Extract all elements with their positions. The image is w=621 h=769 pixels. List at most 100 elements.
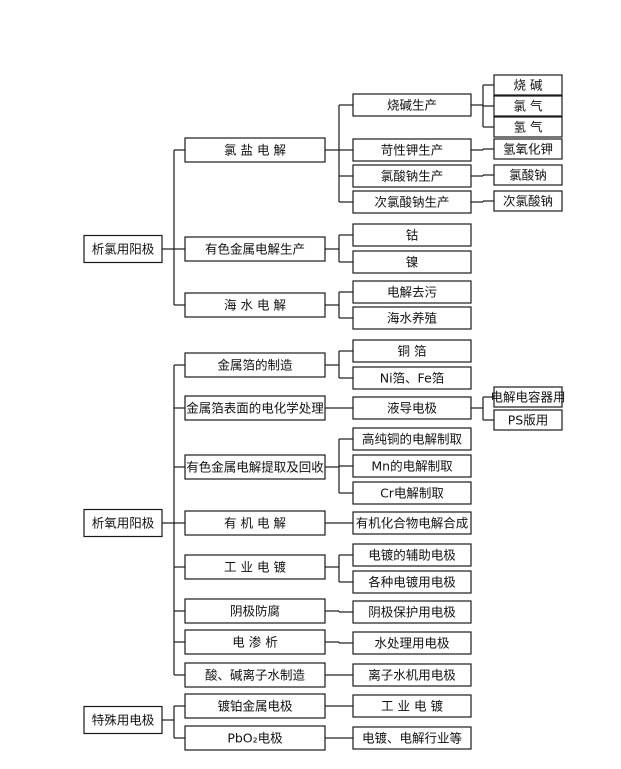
node-box-level1: 有色金属电解提取及回收 (184, 454, 326, 480)
node-box-level2: 水处理用电极 (352, 631, 472, 655)
node-box-level3: 氯 气 (493, 95, 563, 117)
node-frame (352, 570, 472, 594)
node-frame (184, 598, 326, 624)
node-frame (352, 250, 472, 274)
node-box-level1: 镀铂金属电极 (184, 693, 326, 719)
node-label: 苛性钾生产 (381, 143, 444, 158)
node-box-level2: 电镀的辅助电极 (352, 543, 472, 567)
node-box-level2: 苛性钾生产 (352, 138, 472, 162)
node-frame (352, 600, 472, 624)
node-label: 电 渗 析 (232, 635, 277, 650)
node-label: 阴极保护用电极 (368, 605, 456, 620)
node-frame (493, 164, 563, 186)
node-box-level2: Mn的电解制取 (352, 454, 472, 478)
node-box-level0: 析氧用阳极 (83, 508, 163, 538)
node-frame (352, 543, 472, 567)
node-box-level2: 次氯酸钠生产 (352, 190, 472, 214)
node-label: 水处理用电极 (374, 636, 450, 651)
node-box-level3: 电解电容器用 (490, 386, 566, 408)
node-label: 工 业 电 镀 (224, 560, 286, 575)
node-label: 电镀、电解行业等 (362, 731, 462, 746)
node-label: 氯酸钠 (509, 168, 547, 183)
node-label: 次氯酸钠生产 (374, 195, 449, 210)
node-label: 氯酸钠生产 (381, 169, 444, 184)
node-box-level2: 高纯铜的电解制取 (352, 427, 472, 451)
node-frame (184, 725, 326, 751)
node-label: 氯 气 (514, 99, 543, 114)
node-frame (493, 386, 563, 408)
node-box-level2: 电镀、电解行业等 (352, 726, 472, 750)
node-frame (352, 694, 472, 718)
node-label: 各种电镀用电极 (368, 575, 456, 590)
node-label: 镀铂金属电极 (217, 699, 293, 714)
node-box-level2: 阴极保护用电极 (352, 600, 472, 624)
node-label: 析氯用阳极 (92, 242, 155, 257)
node-label: 氢 气 (514, 120, 543, 135)
node-label: 金属箔表面的电化学处理 (186, 401, 324, 416)
node-frame (352, 280, 472, 304)
node-label: 离子水机用电极 (368, 668, 456, 683)
node-box-level1: 电 渗 析 (184, 629, 326, 655)
node-label: 电镀的辅助电极 (368, 548, 456, 563)
node-frame (352, 454, 472, 478)
node-frame (352, 366, 472, 390)
node-box-level2: 工 业 电 镀 (352, 694, 472, 718)
node-frame (83, 234, 163, 264)
node-label: PbO₂电极 (227, 731, 283, 746)
node-label: 析氧用阳极 (92, 516, 155, 531)
node-label: Cr电解制取 (380, 486, 444, 501)
node-box-level1: 海 水 电 解 (184, 292, 326, 318)
node-frame (493, 116, 563, 138)
node-frame (352, 481, 472, 505)
node-frame (184, 236, 326, 262)
node-box-level2: 电解去污 (352, 280, 472, 304)
node-frame (493, 190, 563, 212)
node-frame (184, 693, 326, 719)
node-box-level1: 阴极防腐 (184, 598, 326, 624)
node-label: 电解电容器用 (490, 390, 565, 405)
node-label: 特殊用电极 (92, 713, 155, 728)
node-frame (352, 306, 472, 330)
node-label: 烧 碱 (514, 78, 543, 93)
node-box-level1: 工 业 电 镀 (184, 554, 326, 580)
node-box-level2: 液导电极 (352, 396, 472, 420)
node-label: Ni箔、Fe箔 (380, 371, 445, 386)
node-label: Mn的电解制取 (371, 459, 453, 474)
node-box-level3: 烧 碱 (493, 74, 563, 96)
node-label: 液导电极 (387, 401, 438, 416)
node-frame (493, 138, 563, 160)
node-label: 有 机 电 解 (224, 516, 286, 531)
node-box-level1: 金属箔的制造 (184, 352, 326, 378)
node-box-level0: 析氯用阳极 (83, 234, 163, 264)
node-box-level3: 次氯酸钠 (493, 190, 563, 212)
node-frame (352, 631, 472, 655)
node-frame (352, 663, 472, 687)
node-label: 高纯铜的电解制取 (362, 432, 463, 447)
node-frame (493, 409, 563, 431)
node-box-level3: 氢氧化钾 (493, 138, 563, 160)
node-box-level2: 离子水机用电极 (352, 663, 472, 687)
node-box-level2: 镍 (352, 250, 472, 274)
node-label: 烧碱生产 (387, 98, 437, 113)
node-label: 电解去污 (387, 285, 437, 300)
node-label: 海 水 电 解 (224, 298, 286, 313)
node-label: 铜 箔 (398, 344, 427, 359)
node-label: 有色金属电解生产 (205, 242, 305, 257)
node-frame (184, 454, 326, 480)
node-box-level2: 钴 (352, 223, 472, 247)
node-label: 有色金属电解提取及回收 (186, 460, 324, 475)
node-box-level2: 铜 箔 (352, 339, 472, 363)
node-label: PS版用 (508, 413, 548, 428)
node-box-level1: 金属箔表面的电化学处理 (184, 395, 326, 421)
node-frame (184, 137, 326, 163)
node-frame (184, 292, 326, 318)
node-label: 氢氧化钾 (503, 142, 553, 157)
node-label: 工 业 电 镀 (381, 699, 443, 714)
node-box-level3: PS版用 (493, 409, 563, 431)
node-frame (352, 511, 472, 535)
node-box-level2: Ni箔、Fe箔 (352, 366, 472, 390)
node-box-level2: 有机化合物电解合成 (352, 511, 472, 535)
node-frame (493, 74, 563, 96)
node-label: 阴极防腐 (230, 604, 280, 619)
